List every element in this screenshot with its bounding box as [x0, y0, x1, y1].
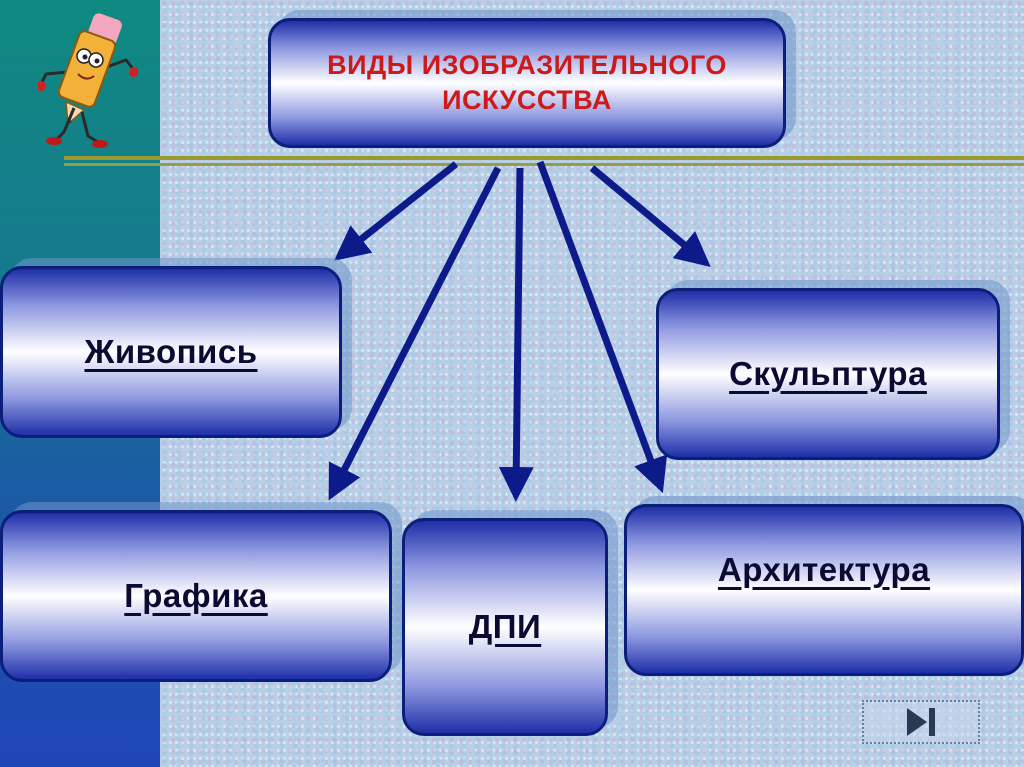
title-line-2: ИСКУССТВА: [442, 85, 612, 115]
next-slide-icon: [901, 705, 941, 739]
title-box: ВИДЫ ИЗОБРАЗИТЕЛЬНОГО ИСКУССТВА: [268, 18, 786, 148]
title-line-1: ВИДЫ ИЗОБРАЗИТЕЛЬНОГО: [327, 50, 727, 80]
label-painting: Живопись: [85, 333, 258, 371]
arrow-to-graphics: [335, 168, 498, 488]
arrow-to-dpi: [516, 168, 520, 488]
box-graphics[interactable]: Графика: [0, 510, 392, 682]
arrow-to-painting: [345, 164, 456, 252]
box-architecture[interactable]: Архитектура: [624, 504, 1024, 676]
label-dpi: ДПИ: [469, 608, 541, 646]
page-title: ВИДЫ ИЗОБРАЗИТЕЛЬНОГО ИСКУССТВА: [327, 48, 727, 118]
box-sculpture[interactable]: Скульптура: [656, 288, 1000, 460]
label-sculpture: Скульптура: [729, 355, 927, 393]
arrow-to-sculpture: [592, 168, 700, 258]
box-dpi[interactable]: ДПИ: [402, 518, 608, 736]
label-architecture: Архитектура: [718, 551, 930, 589]
label-graphics: Графика: [124, 577, 268, 615]
next-slide-button[interactable]: [862, 700, 980, 744]
box-painting[interactable]: Живопись: [0, 266, 342, 438]
